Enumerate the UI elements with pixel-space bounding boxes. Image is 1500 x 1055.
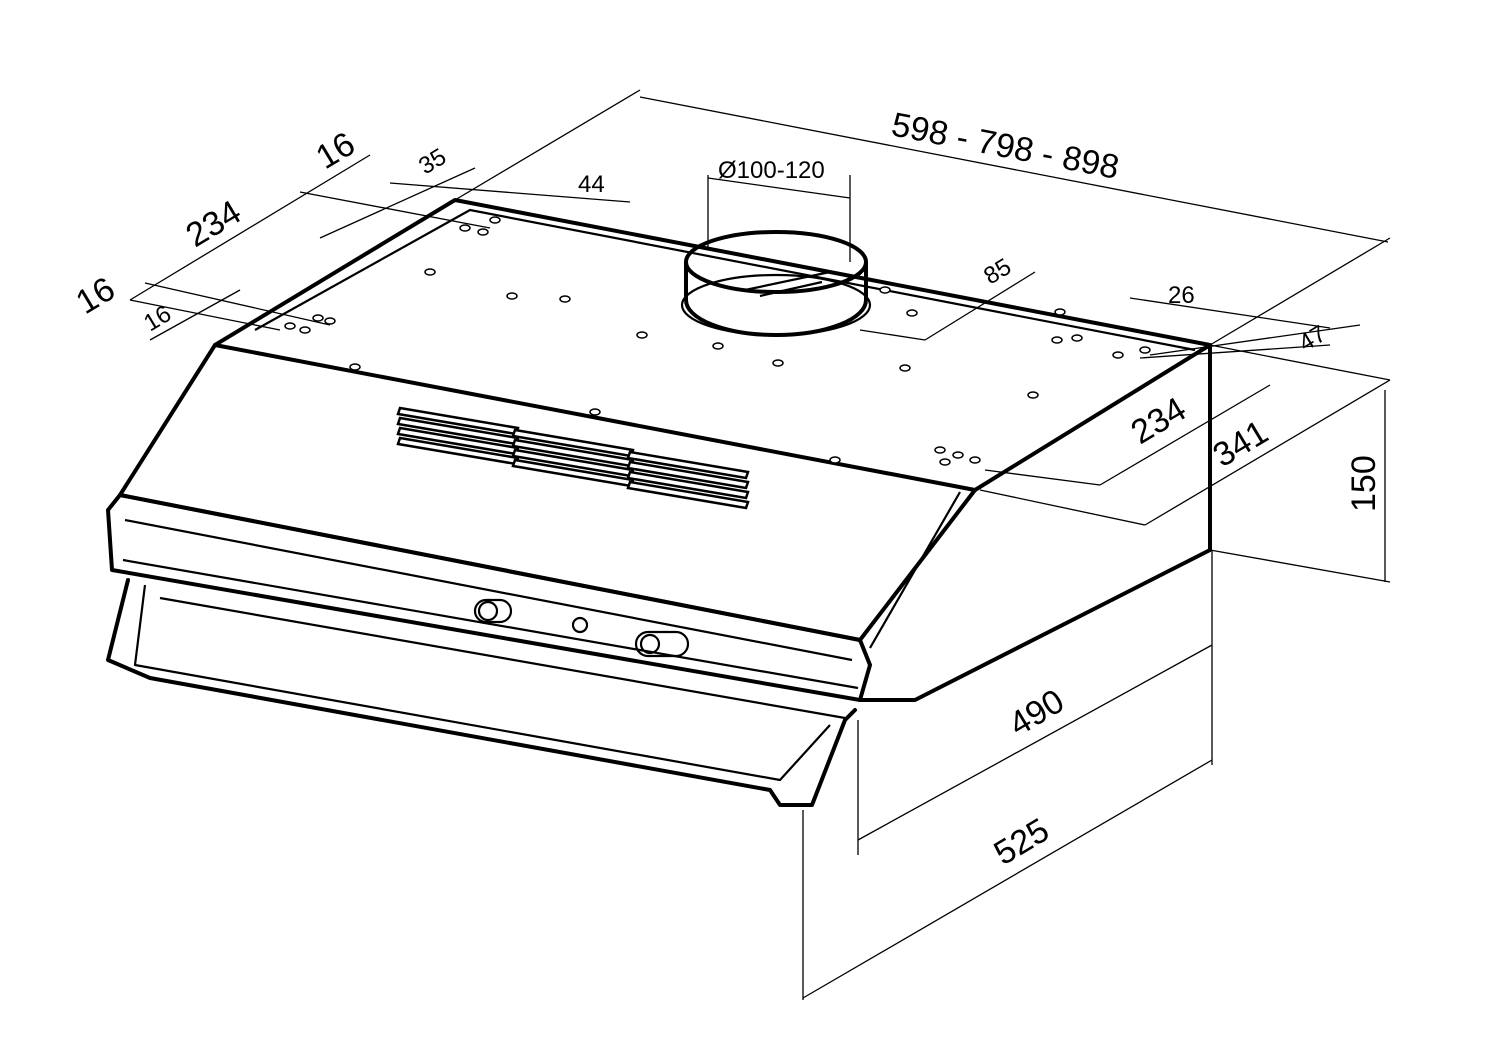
dim-47: 47: [1294, 320, 1331, 357]
mounting-hole: [1112, 351, 1124, 359]
vent-slots: [396, 406, 750, 510]
vent-slot: [626, 450, 750, 480]
duct-collar: [680, 230, 872, 337]
controls: [473, 598, 690, 658]
dim-width: 598 - 798 - 898: [888, 106, 1122, 187]
mounting-hole: [424, 268, 436, 276]
dim-height-150: 150: [1345, 455, 1383, 512]
dim-depth-341: 341: [1207, 413, 1275, 475]
mounting-hole: [477, 228, 489, 236]
mounting-hole: [712, 342, 724, 350]
visor-top: [159, 596, 846, 720]
mounting-hole: [772, 359, 784, 367]
mounting-hole: [559, 295, 571, 303]
mounting-hole: [1027, 391, 1039, 399]
mounting-hole: [969, 456, 981, 464]
mounting-hole: [284, 322, 296, 330]
dim-depth-490: 490: [1003, 682, 1071, 744]
mounting-hole: [489, 216, 501, 224]
mounting-hole: [906, 309, 918, 317]
vent-slot: [626, 460, 750, 490]
mounting-hole: [879, 286, 891, 294]
hood-front-panel: [106, 493, 872, 702]
mounting-hole: [829, 456, 841, 464]
vent-slot: [626, 480, 750, 510]
dim-85: 85: [979, 253, 1016, 290]
light-switch: [634, 630, 690, 658]
dim-left-small-16: 16: [139, 300, 176, 337]
hood-right-side: [858, 343, 1212, 702]
mounting-hole: [1054, 308, 1066, 316]
dim-44: 44: [578, 171, 605, 198]
mounting-hole: [952, 451, 964, 459]
speed-switch: [473, 598, 513, 624]
hood-front-slope: [118, 343, 977, 642]
dim-left-16: 16: [70, 270, 122, 322]
mounting-hole: [899, 364, 911, 372]
hood-top-inner-edge: [254, 208, 1196, 352]
mounting-holes: [284, 216, 1151, 466]
panel-inner-line-2: [122, 558, 859, 690]
mounting-hole: [459, 224, 471, 232]
mounting-hole: [589, 408, 601, 416]
visor: [106, 578, 857, 807]
vent-slot: [626, 470, 750, 500]
mounting-hole: [299, 326, 311, 334]
mounting-hole: [1071, 334, 1083, 342]
dim-duct-diameter: Ø100-120: [718, 157, 825, 184]
mounting-hole: [506, 292, 518, 300]
visor-inner: [133, 584, 831, 782]
dim-depth-525: 525: [988, 811, 1056, 873]
dim-35: 35: [414, 143, 451, 180]
slope-right-edge: [869, 491, 961, 649]
mounting-hole: [312, 314, 324, 322]
hood-body: [106, 198, 1212, 807]
mounting-hole: [349, 363, 361, 371]
indicator-light: [571, 616, 589, 634]
mounting-hole: [324, 317, 336, 325]
mounting-hole: [939, 458, 951, 466]
mounting-hole: [1139, 346, 1151, 354]
dim-left-234: 234: [180, 193, 248, 255]
dim-left-top-16: 16: [310, 125, 362, 177]
dim-26: 26: [1168, 282, 1195, 309]
dimension-lines: [129, 89, 1391, 1000]
dim-right-234: 234: [1125, 390, 1193, 452]
mounting-hole: [934, 446, 946, 454]
panel-inner-line: [124, 518, 853, 662]
mounting-hole: [636, 331, 648, 339]
mounting-hole: [1051, 336, 1063, 344]
